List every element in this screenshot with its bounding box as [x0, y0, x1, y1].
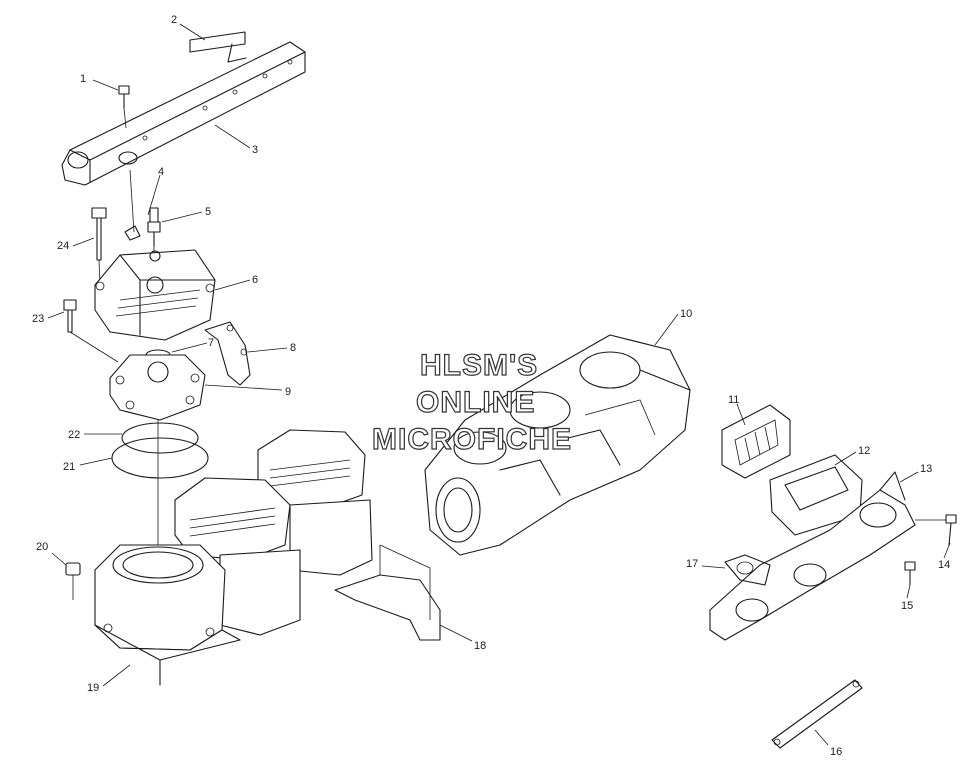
callout-3: 3 — [252, 144, 258, 156]
callout-7: 7 — [208, 337, 214, 349]
callout-23: 23 — [32, 313, 44, 325]
part-2-decal — [189, 31, 247, 63]
callout-13: 13 — [920, 463, 932, 475]
callout-15: 15 — [901, 600, 913, 612]
part-16-strap — [771, 679, 863, 749]
part-22-o-ring — [121, 422, 199, 454]
part-18-gasket — [334, 544, 441, 641]
callout-labels: 1 2 3 4 5 6 7 8 9 10 11 12 13 14 15 16 1… — [32, 14, 950, 758]
callout-18: 18 — [474, 640, 486, 652]
watermark-line-3: MICROFICHE — [372, 423, 572, 456]
callout-1: 1 — [80, 73, 86, 85]
part-8-gasket — [204, 321, 251, 386]
callout-22: 22 — [68, 429, 80, 441]
callout-6: 6 — [252, 274, 258, 286]
part-17-gasket — [724, 554, 771, 586]
callout-9: 9 — [285, 386, 291, 398]
callout-2: 2 — [171, 14, 177, 26]
part-15-bolt — [904, 561, 916, 586]
part-4-washer — [124, 169, 141, 241]
callout-leaders — [47, 23, 951, 746]
callout-17: 17 — [686, 558, 698, 570]
callout-21: 21 — [63, 461, 75, 473]
callout-8: 8 — [290, 342, 296, 354]
watermark-line-1: HLSM'S — [420, 349, 538, 382]
callout-4: 4 — [158, 166, 164, 178]
callout-10: 10 — [680, 308, 692, 320]
watermark-line-2: ONLINE — [416, 386, 535, 419]
watermark: HLSM'S ONLINE MICROFICHE — [371, 348, 572, 456]
callout-12: 12 — [858, 445, 870, 457]
part-10-crankcase — [424, 334, 691, 556]
part-11-reed-valve — [721, 404, 791, 479]
part-1-bolt — [118, 85, 130, 129]
part-24-long-bolt — [91, 207, 107, 286]
callout-19: 19 — [87, 682, 99, 694]
callout-11: 11 — [728, 394, 739, 406]
part-19-cylinder-block — [94, 429, 373, 686]
part-9-cylinder-head — [109, 354, 206, 421]
part-21-o-ring — [111, 437, 209, 479]
callout-16: 16 — [830, 746, 842, 758]
callout-14: 14 — [938, 559, 950, 571]
callout-5: 5 — [205, 206, 211, 218]
part-23-bolt — [63, 299, 119, 363]
part-3-exhaust-manifold — [61, 41, 306, 186]
callout-20: 20 — [36, 541, 48, 553]
part-14-bolt — [915, 514, 957, 546]
part-20-nut — [65, 562, 81, 600]
part-6-head-cover — [94, 249, 216, 341]
callout-24: 24 — [57, 240, 69, 252]
part-13-intake-manifold — [709, 471, 916, 641]
